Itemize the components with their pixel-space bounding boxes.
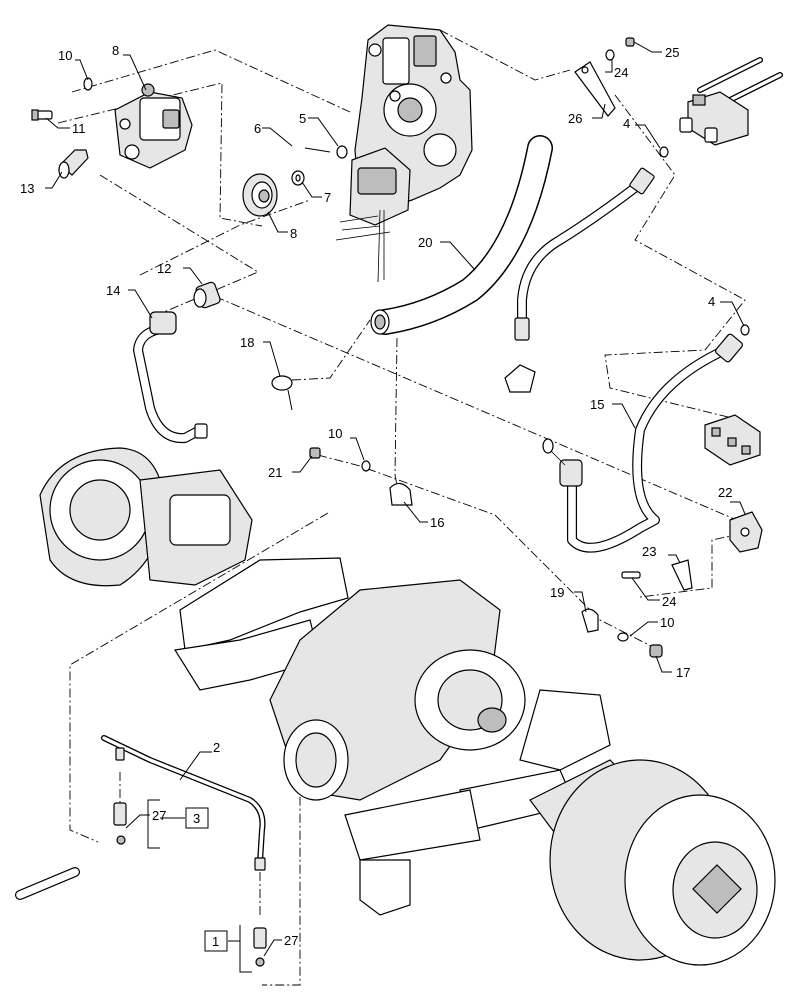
callout-6: 6: [254, 121, 261, 136]
callout-16: 16: [430, 515, 444, 530]
washer-24-top: [605, 49, 615, 61]
callout-3: 3: [193, 811, 200, 826]
transmission-housing: [335, 24, 473, 283]
callout-19: 19: [550, 585, 564, 600]
bracket-26: [574, 61, 616, 117]
callout-14: 14: [106, 283, 120, 298]
bolt-11: [31, 109, 53, 121]
fitting-12: [193, 281, 221, 309]
callout-7: 7: [324, 190, 331, 205]
brake-tube-2: [101, 735, 266, 871]
callout-26: 26: [568, 111, 582, 126]
callout-10-top: 10: [58, 48, 72, 63]
callout-11: 11: [72, 121, 86, 136]
callout-24-top: 24: [614, 65, 628, 80]
valve-block: [679, 57, 783, 146]
elbow-fitting-13: [58, 149, 89, 179]
callout-27-upper: 27: [152, 808, 166, 823]
clamp-16: [389, 482, 413, 506]
clamp-18: [271, 375, 293, 411]
callout-27-lower: 27: [284, 933, 298, 948]
nut-17: [649, 644, 663, 658]
kit-bracket-3: [147, 799, 209, 849]
hydraulic-pump: [114, 83, 193, 169]
callout-9: 8: [112, 43, 119, 58]
bracket-23: [671, 559, 693, 591]
callout-10-lower: 10: [660, 615, 674, 630]
hose-upper: [504, 167, 655, 393]
valve-block-lower: [704, 414, 761, 466]
callout-4-top: 4: [623, 116, 630, 131]
hose-20: [370, 135, 553, 335]
callout-labels: 10 8 11 13 6 5 7 8 12 14 18 20 26 24 25 …: [20, 43, 732, 949]
axle-assembly: [39, 447, 776, 966]
bolt-21: [309, 447, 321, 459]
callout-18: 18: [240, 335, 254, 350]
clip-22: [729, 511, 763, 553]
callout-13: 13: [20, 181, 34, 196]
callout-15: 15: [590, 397, 604, 412]
hose-15: [542, 333, 743, 553]
bolt-24-lower: [621, 571, 641, 579]
callout-24-lower: 24: [662, 594, 676, 609]
callout-10-mid: 10: [328, 426, 342, 441]
ring-5: [336, 145, 348, 159]
bolt-25: [625, 37, 635, 47]
callout-23: 23: [642, 544, 656, 559]
fitting-kit-1: [253, 927, 267, 967]
tube-14: [133, 311, 208, 444]
washer-7: [291, 170, 305, 186]
o-ring-4-top: [659, 146, 669, 158]
fitting-kit-3: [113, 802, 127, 845]
lower-left-hose: [15, 867, 80, 900]
gear-8: [242, 173, 278, 217]
callout-8: 8: [290, 226, 297, 241]
leader-lines: [45, 41, 746, 957]
callout-20: 20: [418, 235, 432, 250]
kit-bracket-1: [204, 925, 252, 973]
washer-10-lower: [617, 632, 629, 642]
callout-25: 25: [665, 45, 679, 60]
washer-10-top: [83, 77, 93, 91]
washer-10-mid: [361, 460, 371, 472]
callout-21: 21: [268, 465, 282, 480]
callout-4-right: 4: [708, 294, 715, 309]
callout-22: 22: [718, 485, 732, 500]
pin-6: [304, 147, 331, 153]
callout-17: 17: [676, 665, 690, 680]
callout-12: 12: [157, 261, 171, 276]
callout-5: 5: [299, 111, 306, 126]
clamp-19: [581, 608, 599, 633]
callout-1: 1: [212, 934, 219, 949]
callout-2: 2: [213, 740, 220, 755]
o-ring-4-right: [740, 324, 750, 336]
